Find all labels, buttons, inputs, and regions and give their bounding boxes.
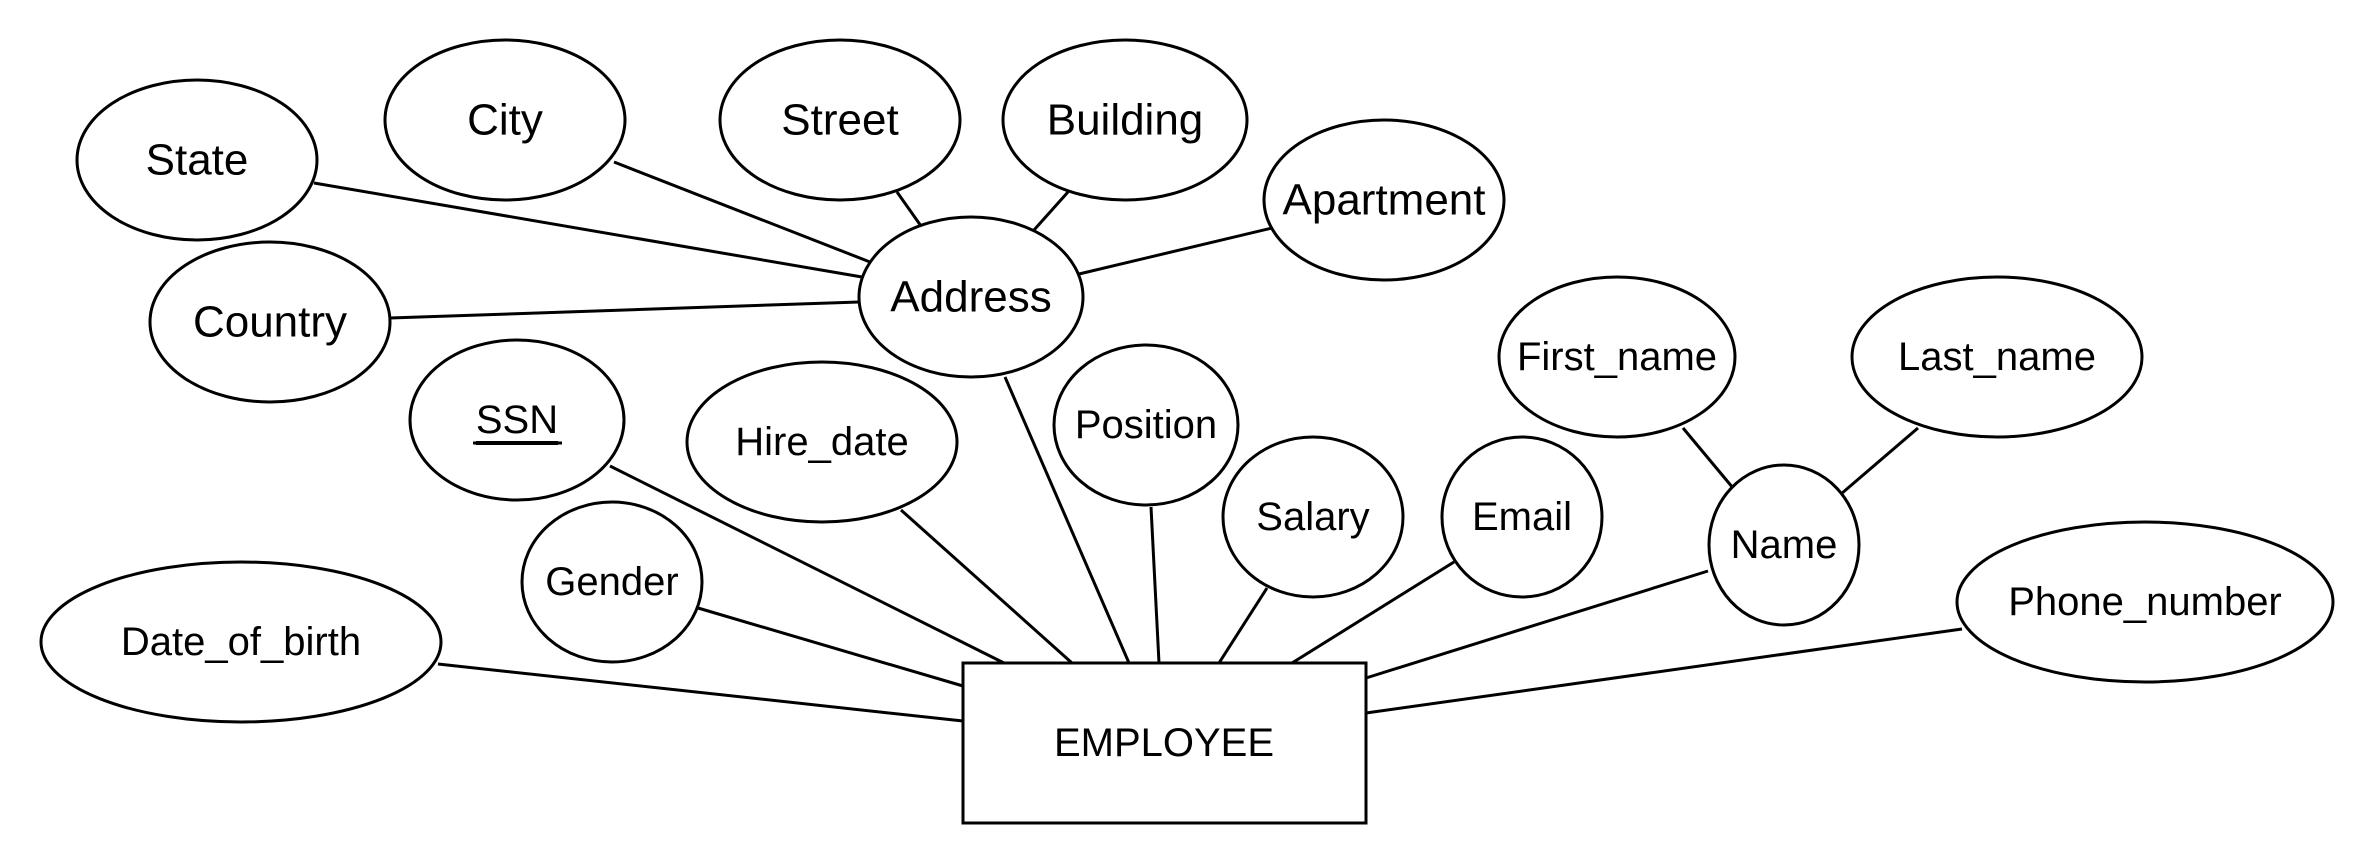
- attribute-building-shape: [1001, 38, 1249, 202]
- attribute-ssn-shape: [408, 338, 626, 502]
- edge-city-address: [613, 160, 871, 264]
- attribute-first-name-label: First_name: [1517, 335, 1717, 379]
- attribute-city-label: City: [467, 96, 543, 145]
- attribute-salary-shape: [1221, 435, 1405, 599]
- attribute-hire-date: Hire_date: [685, 360, 959, 524]
- attribute-apartment: Apartment: [1262, 118, 1506, 282]
- entity-employee-label: EMPLOYEE: [1054, 721, 1274, 765]
- attribute-street-shape: [718, 38, 962, 202]
- edge-position-employee: [1149, 506, 1161, 664]
- edge-building-address: [1032, 190, 1070, 232]
- connectors: [313, 160, 1963, 723]
- edge-salary-employee: [1217, 587, 1269, 664]
- attribute-ssn: SSN: [408, 338, 626, 502]
- edge-gender-employee: [697, 606, 964, 688]
- edge-lastname-name: [1840, 426, 1919, 496]
- attribute-address-label: Address: [890, 273, 1051, 322]
- attribute-last-name: Last_name: [1850, 275, 2144, 439]
- attribute-country-label: Country: [193, 298, 347, 347]
- attribute-position: Position: [1052, 343, 1240, 507]
- edge-address-employee: [1003, 376, 1131, 664]
- edge-phone-employee: [1365, 627, 1963, 715]
- attribute-building: Building: [1001, 38, 1249, 202]
- attribute-date-of-birth: Date_of_birth: [39, 560, 443, 724]
- attribute-phone-number-label: Phone_number: [2008, 580, 2282, 624]
- entity-employee-box: [961, 661, 1368, 825]
- attribute-gender-shape: [520, 500, 704, 664]
- edge-apartment-address: [1078, 226, 1273, 276]
- edge-email-employee: [1291, 560, 1455, 665]
- attribute-first-name: First_name: [1497, 275, 1737, 439]
- attribute-hire-date-shape: [685, 360, 959, 524]
- edge-firstname-name: [1681, 427, 1735, 489]
- attribute-city: City: [383, 38, 627, 202]
- attribute-email-shape: [1440, 435, 1604, 599]
- attribute-street: Street: [718, 38, 962, 202]
- attribute-phone-number-shape: [1955, 520, 2335, 684]
- attribute-name: Name: [1707, 463, 1861, 627]
- attribute-street-label: Street: [781, 96, 898, 145]
- attribute-city-shape: [383, 38, 627, 202]
- edge-ssn-employee: [609, 464, 1005, 665]
- edge-name-employee: [1365, 569, 1709, 680]
- attribute-name-label: Name: [1731, 523, 1838, 567]
- entity-employee: EMPLOYEE: [961, 661, 1368, 825]
- attribute-gender-label: Gender: [545, 560, 678, 604]
- attribute-name-shape: [1707, 463, 1861, 627]
- attribute-email-label: Email: [1472, 495, 1572, 539]
- attribute-state: State: [75, 78, 319, 242]
- attribute-phone-number: Phone_number: [1955, 520, 2335, 684]
- attribute-address: Address: [857, 215, 1085, 379]
- attribute-first-name-shape: [1497, 275, 1737, 439]
- attribute-building-label: Building: [1047, 96, 1204, 145]
- attribute-last-name-label: Last_name: [1898, 335, 2096, 379]
- attribute-country-shape: [148, 240, 392, 404]
- attribute-state-shape: [75, 78, 319, 242]
- attribute-position-shape: [1052, 343, 1240, 507]
- attribute-apartment-shape: [1262, 118, 1506, 282]
- edge-hiredate-employee: [899, 508, 1074, 665]
- attribute-salary-label: Salary: [1256, 495, 1369, 539]
- attribute-last-name-shape: [1850, 275, 2144, 439]
- attribute-date-of-birth-shape: [39, 560, 443, 724]
- attribute-state-label: State: [146, 136, 249, 185]
- attribute-salary: Salary: [1221, 435, 1405, 599]
- attribute-country: Country: [148, 240, 392, 404]
- attribute-address-shape: [857, 215, 1085, 379]
- attribute-email: Email: [1440, 435, 1604, 599]
- edge-dob-employee: [437, 662, 964, 723]
- edge-street-address: [895, 191, 923, 227]
- attribute-gender: Gender: [520, 500, 704, 664]
- edge-state-address: [313, 181, 863, 279]
- attribute-position-label: Position: [1075, 403, 1217, 447]
- attribute-apartment-label: Apartment: [1283, 176, 1486, 225]
- attribute-hire-date-label: Hire_date: [735, 420, 908, 464]
- attribute-date-of-birth-label: Date_of_birth: [121, 620, 361, 664]
- attribute-ssn-label: SSN: [476, 398, 558, 442]
- edge-country-address: [389, 300, 860, 320]
